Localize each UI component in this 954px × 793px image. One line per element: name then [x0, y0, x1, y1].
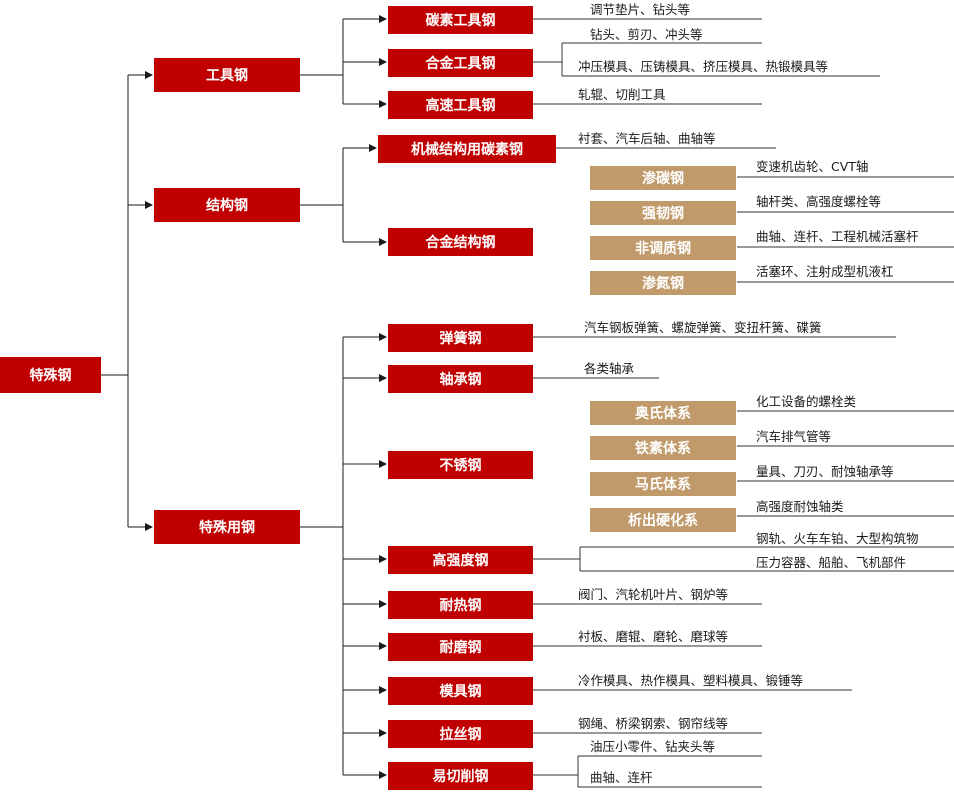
ferritic-node: 铁素体系	[590, 436, 736, 460]
austenitic-desc: 化工设备的螺栓类	[756, 394, 857, 409]
carburizing-steel-node: 渗碳钢	[590, 166, 736, 190]
nitriding-steel-desc: 活塞环、注射成型机液杠	[756, 264, 894, 279]
bearing-steel-node: 轴承钢	[388, 365, 533, 393]
carburizing-steel-desc: 变速机齿轮、CVT轴	[756, 159, 869, 174]
non-quenched-steel-node: 非调质钢	[590, 236, 736, 260]
wear-resistant-steel-desc: 衬板、磨辊、磨轮、磨球等	[578, 629, 729, 644]
high-strength-steel-desc-1: 钢轨、火车车铂、大型构筑物	[756, 531, 919, 546]
die-steel-node: 模具钢	[388, 677, 533, 705]
nitriding-steel-node: 渗氮钢	[590, 271, 736, 295]
spring-steel-desc: 汽车钢板弹簧、螺旋弹簧、变扭杆簧、碟簧	[584, 320, 822, 335]
structural-steel-node: 结构钢	[154, 188, 300, 222]
alloy-tool-steel-node: 合金工具钢	[388, 49, 533, 77]
high-speed-tool-steel-node: 高速工具钢	[388, 91, 533, 119]
free-cutting-steel-desc-1: 油压小零件、钻夹头等	[590, 739, 716, 754]
high-strength-steel-desc-2: 压力容器、船舶、飞机部件	[756, 555, 907, 570]
wear-resistant-steel-node: 耐磨钢	[388, 633, 533, 661]
alloy-structural-steel-node: 合金结构钢	[388, 228, 533, 256]
tool-steel-node: 工具钢	[154, 58, 300, 92]
wire-drawing-steel-node: 拉丝钢	[388, 720, 533, 748]
precipitation-hardening-node: 析出硬化系	[590, 508, 736, 532]
precipitation-hardening-desc: 高强度耐蚀轴类	[756, 499, 844, 514]
alloy-tool-steel-desc-2: 冲压模具、压铸模具、挤压模具、热锻模具等	[578, 59, 829, 74]
ferritic-desc: 汽车排气管等	[756, 429, 832, 444]
bearing-steel-desc: 各类轴承	[584, 361, 635, 376]
martensitic-node: 马氏体系	[590, 472, 736, 496]
high-strength-steel-node: 高强度钢	[388, 546, 533, 574]
free-cutting-steel-node: 易切削钢	[388, 762, 533, 790]
tough-steel-desc: 轴杆类、高强度螺栓等	[756, 194, 882, 209]
non-quenched-steel-desc: 曲轴、连杆、工程机械活塞杆	[756, 229, 919, 244]
heat-resistant-steel-desc: 阀门、汽轮机叶片、钢炉等	[578, 587, 729, 602]
mech-carbon-steel-node: 机械结构用碳素钢	[378, 135, 556, 163]
die-steel-desc: 冷作模具、热作模具、塑料模具、锻锤等	[578, 673, 804, 688]
carbon-tool-steel-desc: 调节垫片、钻头等	[590, 2, 691, 17]
carbon-tool-steel-node: 碳素工具钢	[388, 6, 533, 34]
special-use-steel-node: 特殊用钢	[154, 510, 300, 544]
wire-drawing-steel-desc: 钢绳、桥梁钢索、钢帘线等	[578, 716, 729, 731]
alloy-tool-steel-desc-1: 钻头、剪刃、冲头等	[590, 27, 703, 42]
mech-carbon-steel-desc: 衬套、汽车后轴、曲轴等	[578, 131, 716, 146]
stainless-steel-node: 不锈钢	[388, 451, 533, 479]
austenitic-node: 奥氏体系	[590, 401, 736, 425]
root-node: 特殊钢	[0, 357, 101, 393]
heat-resistant-steel-node: 耐热钢	[388, 591, 533, 619]
spring-steel-node: 弹簧钢	[388, 324, 533, 352]
tough-steel-node: 强韧钢	[590, 201, 736, 225]
martensitic-desc: 量具、刀刃、耐蚀轴承等	[756, 464, 894, 479]
high-speed-tool-steel-desc: 轧辊、切削工具	[578, 87, 666, 102]
free-cutting-steel-desc-2: 曲轴、连杆	[590, 770, 653, 785]
